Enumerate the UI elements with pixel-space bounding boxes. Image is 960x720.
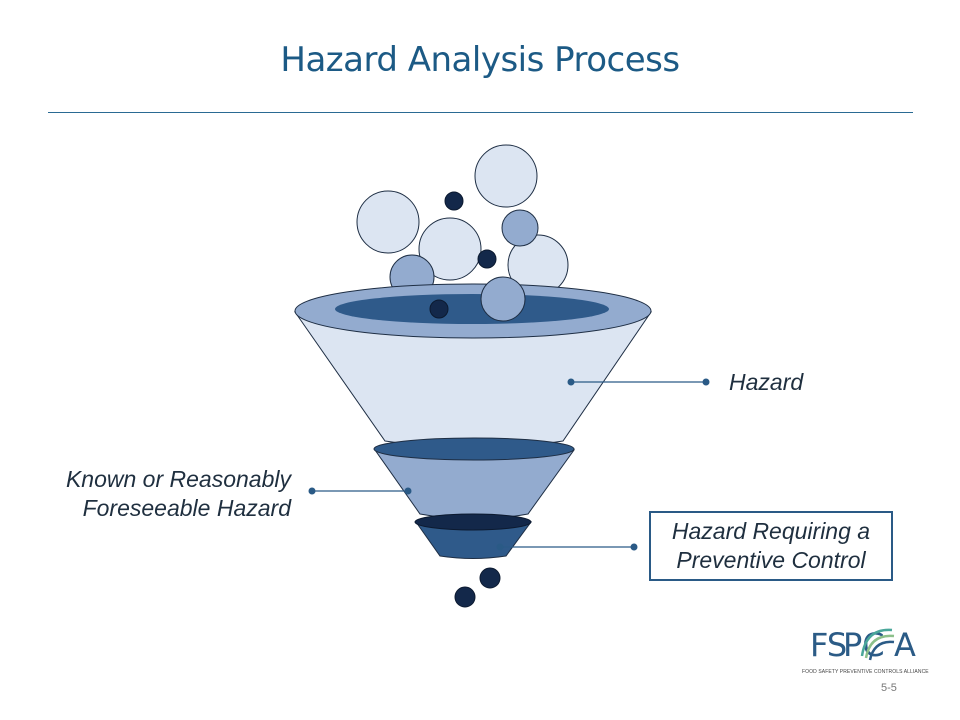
label-requiring-line2: Preventive Control	[676, 547, 866, 573]
connector-requiring	[496, 543, 638, 551]
label-known-hazard: Known or Reasonably Foreseeable Hazard	[0, 465, 291, 523]
hazard-particles	[356, 144, 569, 300]
hazard-particle	[477, 249, 497, 269]
funnel-bottom-section	[414, 513, 532, 559]
logo-tagline: FOOD SAFETY PREVENTIVE CONTROLS ALLIANCE	[802, 669, 929, 675]
slide-title: Hazard Analysis Process	[280, 40, 680, 80]
label-known-line1: Known or Reasonably	[65, 466, 291, 492]
output-hazard-particle	[479, 567, 501, 589]
slide-number: 5-5	[881, 682, 897, 694]
output-hazard-particle	[454, 586, 476, 608]
label-hazard-requiring-control: Hazard Requiring a Preventive Control	[649, 511, 893, 581]
connector-known	[308, 487, 412, 495]
hazard-particle	[501, 209, 539, 247]
label-known-line2: Foreseeable Hazard	[82, 495, 291, 521]
hazard-particle	[429, 299, 449, 319]
fspca-logo: FS PC A FOOD SAFETY PREVENTIVE CONTROLS …	[802, 622, 929, 682]
label-requiring-line1: Hazard Requiring a	[671, 518, 871, 544]
hazard-particle	[356, 190, 420, 254]
hazard-particle	[474, 144, 538, 208]
label-hazard: Hazard	[729, 369, 804, 395]
hazard-particle	[444, 191, 464, 211]
hazard-particle	[480, 276, 526, 322]
logo-text-a: A	[894, 626, 916, 664]
title-divider	[48, 112, 913, 113]
logo-text-fs: FS	[810, 626, 847, 664]
hazard-particle	[418, 217, 482, 281]
logo-swoosh-icon	[860, 628, 895, 661]
funnel-top-section	[294, 283, 652, 449]
funnel-middle-section	[373, 437, 575, 520]
connector-hazard	[567, 378, 710, 386]
